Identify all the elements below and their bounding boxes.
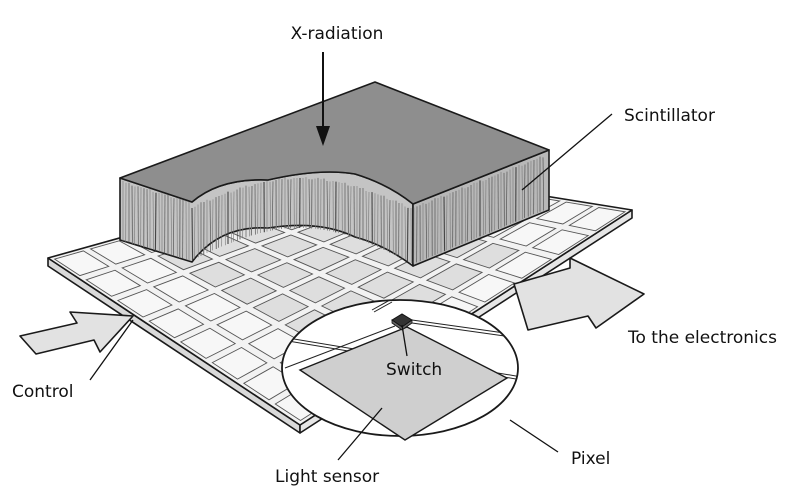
grain-line [192,208,193,260]
grain-line [467,187,468,241]
grain-line [311,179,312,228]
grain-line [288,180,289,229]
label-light-sensor: Light sensor [275,467,379,487]
grain-line [132,186,133,244]
label-scintillator: Scintillator [624,106,715,126]
pixel-leader [510,420,558,452]
grain-line [155,193,156,251]
grain-line [251,186,252,236]
label-to-electronics: To the electronics [627,328,777,348]
label-x-radiation: X-radiation [291,24,384,44]
grain-line [348,185,349,235]
grain-line [407,208,408,262]
grain-line [504,173,505,227]
label-control: Control [12,382,73,402]
label-switch: Switch [386,360,442,380]
label-pixel: Pixel [571,449,610,469]
control-arrow [20,312,133,354]
grain-line [444,197,445,252]
